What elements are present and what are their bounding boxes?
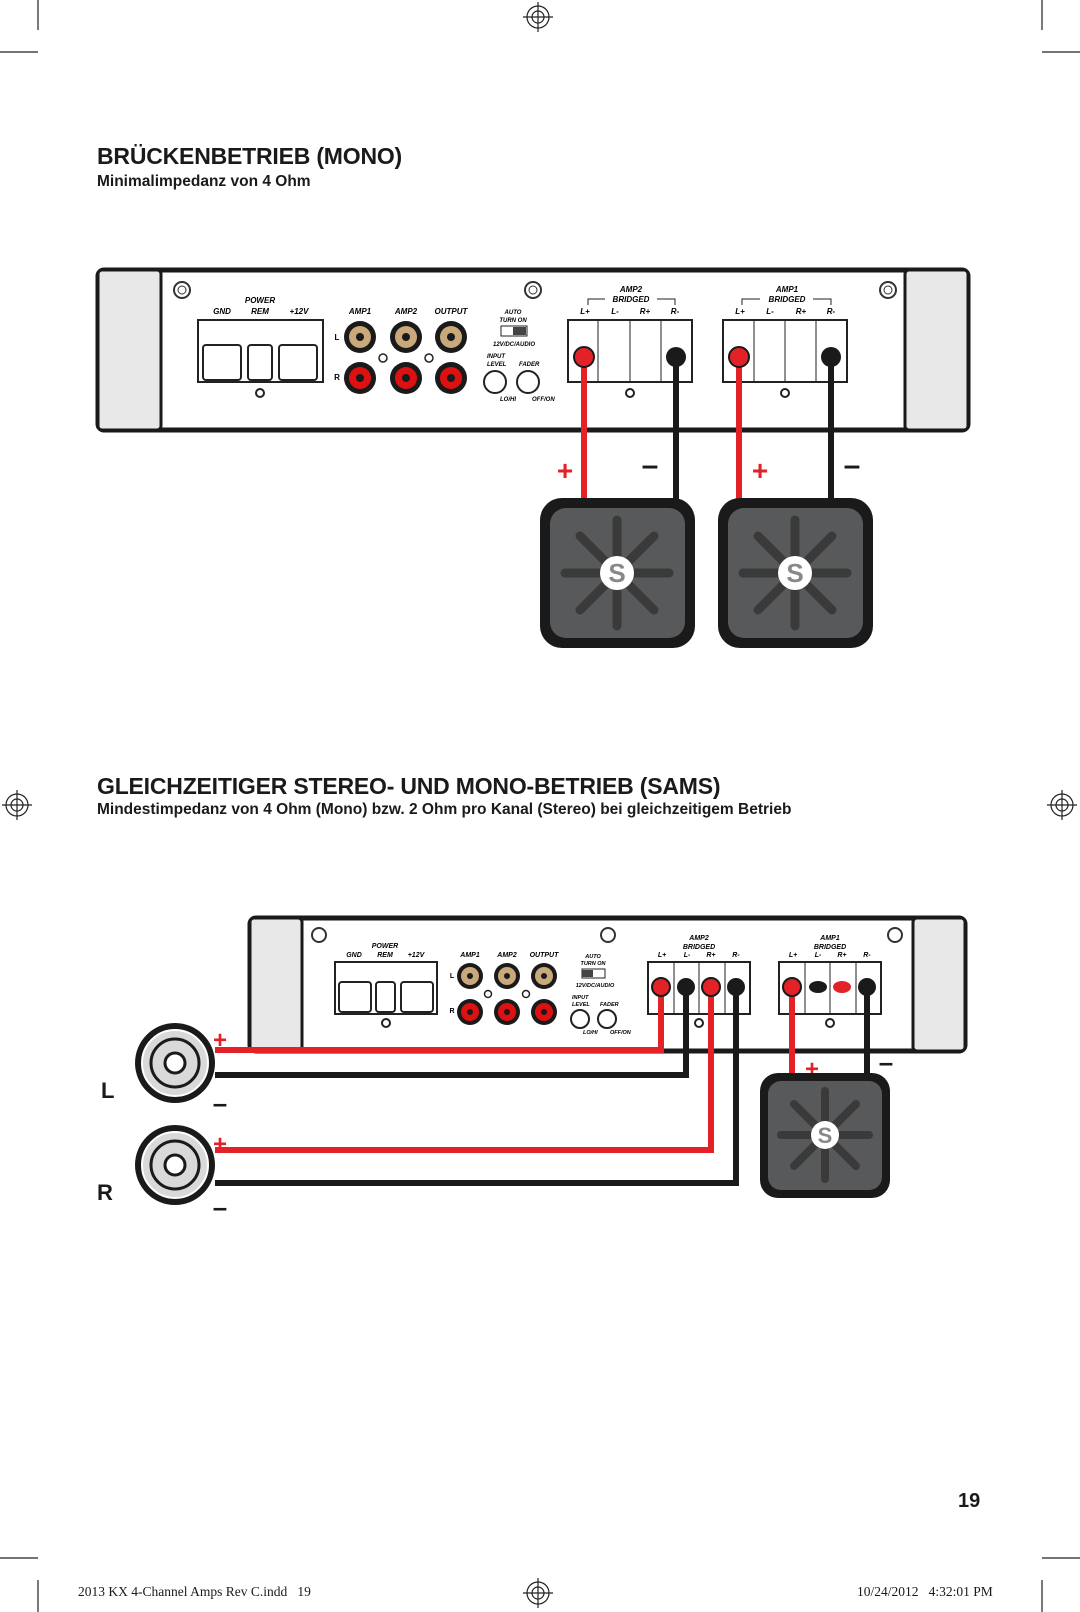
bridged-mono-diagram: POWER GND REM +12V AMP1 AMP2 OUTPUT L R …	[95, 267, 971, 648]
svg-text:POWER: POWER	[372, 943, 398, 950]
svg-text:BRIDGED: BRIDGED	[683, 944, 715, 951]
svg-text:R+: R+	[706, 952, 715, 959]
section2-subtitle: Mindestimpedanz von 4 Ohm (Mono) bzw. 2 …	[97, 801, 792, 818]
section2-title: GLEICHZEITIGER STEREO- UND MONO-BETRIEB …	[97, 773, 721, 799]
gnd-label: GND	[213, 307, 231, 316]
svg-text:+12V: +12V	[408, 952, 426, 959]
svg-text:12V/DC/AUDIO: 12V/DC/AUDIO	[576, 983, 615, 989]
v12-label: +12V	[290, 307, 310, 316]
plus-sign: +	[213, 1131, 227, 1158]
speaker-wires	[215, 985, 870, 1186]
svg-text:FADER: FADER	[519, 362, 540, 368]
svg-text:AUTO: AUTO	[504, 310, 522, 316]
minus-sign: –	[642, 449, 659, 482]
speaker-wires	[581, 355, 834, 500]
svg-text:AMP2: AMP2	[496, 952, 517, 959]
svg-text:12V/DC/AUDIO: 12V/DC/AUDIO	[493, 342, 535, 348]
svg-text:TURN ON: TURN ON	[499, 318, 527, 324]
sams-diagram: POWER GND REM +12V AMP1 AMP2 OUTPUT L R …	[97, 915, 968, 1222]
svg-text:R-: R-	[827, 307, 836, 316]
subwoofer-icon: S	[760, 1073, 890, 1198]
minus-sign: –	[213, 1088, 227, 1118]
speaker-right-label: R	[97, 1180, 113, 1205]
svg-text:L-: L-	[815, 952, 822, 959]
amplifier-2: POWER GND REM +12V AMP1 AMP2 OUTPUT L R …	[247, 915, 968, 1054]
svg-text:INPUT: INPUT	[487, 354, 506, 360]
svg-text:L-: L-	[684, 952, 691, 959]
svg-text:LEVEL: LEVEL	[487, 362, 507, 368]
svg-text:L-: L-	[766, 307, 774, 316]
svg-text:AMP1: AMP1	[459, 952, 480, 959]
section1-subtitle: Minimalimpedanz von 4 Ohm	[97, 173, 311, 190]
svg-text:L+: L+	[658, 952, 666, 959]
svg-text:OFF/ON: OFF/ON	[532, 397, 555, 403]
speaker-icon	[135, 1125, 215, 1205]
section1-title: BRÜCKENBETRIEB (MONO)	[97, 143, 403, 169]
svg-text:FADER: FADER	[600, 1002, 619, 1008]
svg-text:INPUT: INPUT	[572, 995, 589, 1001]
svg-text:L: L	[450, 973, 455, 980]
svg-text:S: S	[818, 1123, 833, 1148]
power-label: POWER	[245, 296, 275, 305]
minus-sign: –	[879, 1047, 893, 1077]
page-number: 19	[958, 1490, 981, 1512]
svg-text:BRIDGED: BRIDGED	[814, 944, 846, 951]
svg-text:BRIDGED: BRIDGED	[613, 295, 650, 304]
svg-text:OUTPUT: OUTPUT	[435, 307, 469, 316]
svg-text:S: S	[608, 558, 625, 588]
svg-text:LEVEL: LEVEL	[572, 1002, 590, 1008]
svg-text:R-: R-	[732, 952, 740, 959]
subwoofer-icon: S	[540, 498, 695, 648]
footer-file: 2013 KX 4-Channel Amps Rev C.indd 19	[78, 1584, 311, 1599]
svg-text:AMP2: AMP2	[394, 307, 418, 316]
svg-text:R-: R-	[671, 307, 680, 316]
plus-sign: +	[752, 455, 768, 486]
rca-jacks	[344, 321, 467, 394]
svg-text:R: R	[334, 373, 340, 382]
subwoofer-icon: S	[718, 498, 873, 648]
svg-text:REM: REM	[377, 952, 393, 959]
svg-text:R+: R+	[837, 952, 846, 959]
svg-text:S: S	[786, 558, 803, 588]
svg-text:OFF/ON: OFF/ON	[610, 1030, 632, 1036]
svg-text:L: L	[335, 333, 340, 342]
svg-text:AMP1: AMP1	[819, 935, 840, 942]
svg-text:AMP1: AMP1	[775, 285, 799, 294]
svg-text:LO/HI: LO/HI	[500, 397, 516, 403]
svg-text:AUTO: AUTO	[584, 954, 601, 960]
svg-text:AMP2: AMP2	[688, 935, 709, 942]
svg-text:AMP2: AMP2	[619, 285, 643, 294]
svg-text:R: R	[449, 1008, 454, 1015]
svg-text:R+: R+	[796, 307, 807, 316]
svg-text:AMP1: AMP1	[348, 307, 372, 316]
svg-text:R+: R+	[640, 307, 651, 316]
footer-date: 10/24/2012 4:32:01 PM	[857, 1584, 993, 1599]
svg-text:TURN ON: TURN ON	[580, 961, 606, 967]
svg-text:L-: L-	[611, 307, 619, 316]
svg-text:L+: L+	[789, 952, 797, 959]
svg-text:BRIDGED: BRIDGED	[769, 295, 806, 304]
speaker-icon	[135, 1023, 215, 1103]
minus-sign: –	[844, 449, 861, 482]
svg-text:OUTPUT: OUTPUT	[530, 952, 560, 959]
rem-label: REM	[251, 307, 269, 316]
svg-text:L+: L+	[580, 307, 590, 316]
plus-sign: +	[557, 455, 573, 486]
svg-text:LO/HI: LO/HI	[583, 1030, 598, 1036]
plus-sign: +	[213, 1027, 227, 1054]
svg-text:R-: R-	[863, 952, 871, 959]
svg-text:GND: GND	[346, 952, 362, 959]
svg-text:L+: L+	[735, 307, 745, 316]
terminal-caps	[573, 346, 841, 368]
minus-sign: –	[213, 1192, 227, 1222]
speaker-left-label: L	[101, 1078, 114, 1103]
